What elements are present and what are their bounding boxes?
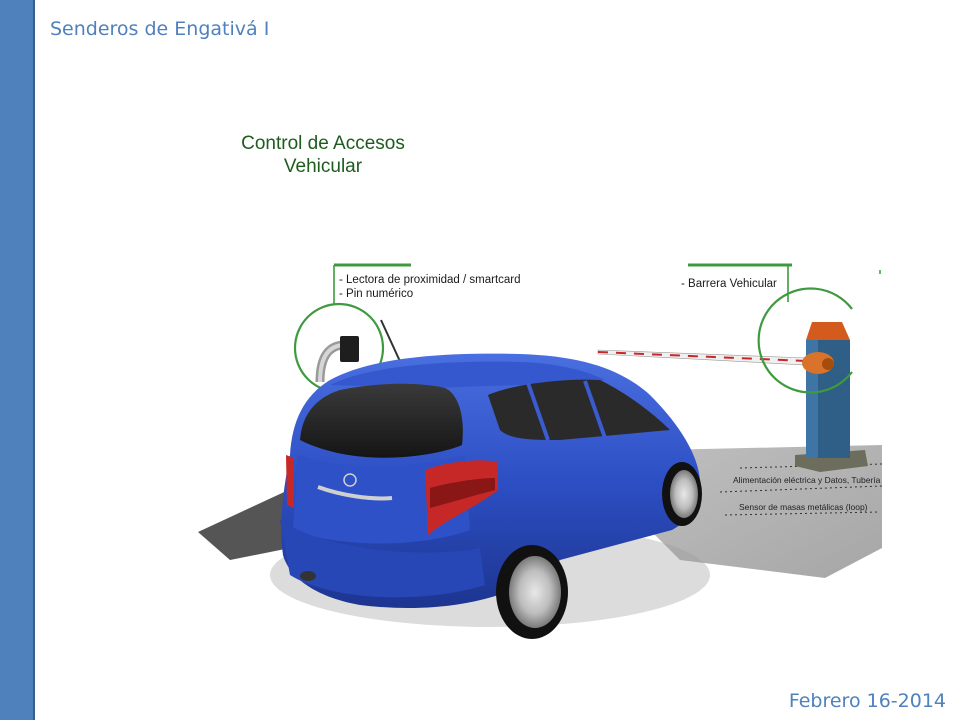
blue-hatchback-car: [280, 319, 702, 639]
power-data-label: Alimentación eléctrica y Datos, Tubería: [733, 475, 881, 485]
slide-header-title: Senderos de Engativá I: [50, 18, 270, 40]
barrier-arm: [597, 349, 807, 366]
sidebar-accent-bar: [0, 0, 35, 720]
diagram-title-line1: Control de Accesos: [241, 133, 405, 154]
barrier-callout-circle: [688, 263, 853, 394]
reader-callout-line2: - Pin numérico: [339, 288, 414, 300]
reader-callout-line1: - Lectora de proximidad / smartcard: [339, 274, 521, 286]
diagram-title-line2: Vehicular: [283, 156, 363, 177]
diagram-title: Control de Accesos Vehicular: [213, 132, 433, 178]
barrier-callout-label: - Barrera Vehicular: [681, 277, 777, 291]
barrier-callout-line1: - Barrera Vehicular: [681, 278, 777, 290]
reader-callout-label: - Lectora de proximidad / smartcard - Pi…: [339, 273, 521, 301]
slide-footer-date: Febrero 16-2014: [788, 690, 946, 712]
loop-sensor-label: Sensor de masas metálicas (loop): [739, 502, 868, 512]
card-reader-pedestal: [315, 336, 359, 383]
barrier-post: [795, 322, 868, 472]
